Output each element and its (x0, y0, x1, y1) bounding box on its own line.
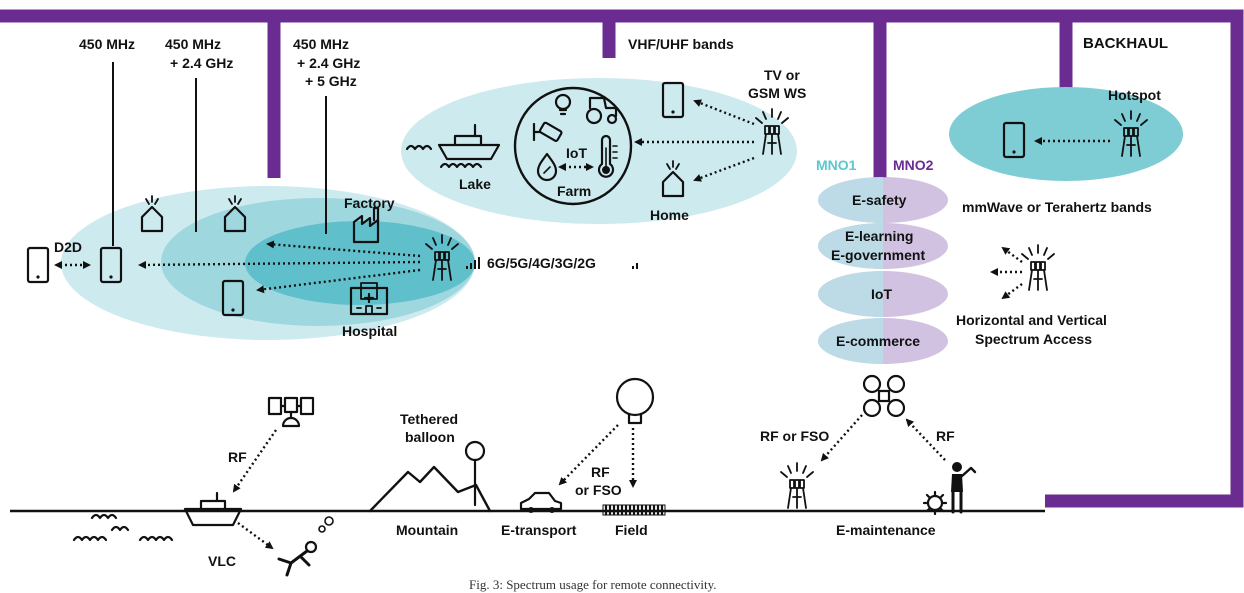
service-e-learning: E-learning (845, 228, 913, 244)
cellular-coverage (61, 186, 475, 340)
balloon-icon (615, 377, 655, 425)
tethered-label-b: balloon (405, 429, 455, 445)
rf-satellite-label: RF (228, 449, 247, 465)
factory-icon (352, 206, 380, 244)
factory-label: Factory (344, 195, 395, 211)
home-label: Home (650, 207, 689, 223)
farm-circle (513, 86, 633, 206)
hotspot-label: Hotspot (1108, 87, 1161, 103)
camera-icon (532, 121, 563, 142)
vlc-arrow (237, 522, 274, 550)
drone-arrow (820, 414, 863, 462)
rf-or-fso-label: RF or FSO (760, 428, 829, 444)
field-label: Field (615, 522, 648, 538)
tv-ws-label-b: GSM WS (748, 85, 806, 101)
freq-label-3b: + 2.4 GHz (297, 55, 360, 71)
e-maintenance-label: E-maintenance (836, 522, 936, 538)
whitespace-coverage (401, 78, 797, 224)
rf-fso-label-a: RF (591, 464, 610, 480)
backhaul-label: BACKHAUL (1083, 35, 1168, 52)
figure-caption: Fig. 3: Spectrum usage for remote connec… (469, 577, 717, 592)
freq-label-1: 450 MHz (79, 36, 135, 52)
mmwave-label: mmWave or Terahertz bands (962, 199, 1152, 215)
farm-label: Farm (557, 183, 591, 199)
generations-label: 6G/5G/4G/3G/2G (487, 255, 596, 271)
vlc-label: VLC (208, 553, 236, 569)
cell-arrows (138, 240, 421, 294)
iot-farm-label: IoT (566, 145, 587, 161)
freq-label-3a: 450 MHz (293, 36, 349, 52)
farm-icons (532, 93, 618, 182)
mountain-label: Mountain (396, 522, 458, 538)
freq-label-3c: + 5 GHz (305, 73, 357, 89)
vhf-uhf-label: VHF/UHF bands (628, 36, 734, 52)
service-iot: IoT (871, 286, 892, 302)
worker-icon (951, 462, 977, 514)
worker-arrow (905, 418, 946, 461)
field-icon (602, 504, 666, 516)
mno2-label: MNO2 (893, 157, 934, 173)
bulb-icon (554, 93, 572, 116)
maintenance-tower-icon (780, 462, 814, 509)
mno1-label: MNO1 (816, 157, 857, 173)
d2d-label: D2D (54, 239, 82, 255)
lake-label: Lake (459, 176, 491, 192)
hv-access-label-a: Horizontal and Vertical (956, 312, 1107, 328)
service-e-safety: E-safety (852, 192, 907, 208)
whitespace-arrows (634, 99, 755, 182)
gear-icon (922, 490, 948, 516)
hospital-icon (349, 282, 389, 316)
humidity-icon (536, 152, 558, 182)
phone-icon (26, 246, 50, 284)
waves-icon (72, 513, 174, 542)
hospital-label: Hospital (342, 323, 397, 339)
balloon-arrow-car (558, 424, 619, 486)
rf-drone-label: RF (936, 428, 955, 444)
car-icon (519, 491, 563, 513)
ship-icon (183, 491, 243, 527)
rf-fso-label-b: or FSO (575, 482, 622, 498)
service-stack (818, 177, 948, 364)
satellite-arrow (232, 429, 277, 493)
tethered-balloon-icon (464, 440, 486, 507)
e-transport-label: E-transport (501, 522, 577, 538)
drone-icon (862, 374, 906, 418)
tethered-label-a: Tethered (400, 411, 458, 427)
satellite-icon (267, 396, 315, 428)
tractor-icon (585, 96, 618, 125)
diver-icon (277, 516, 334, 577)
spectrum-access-arrows (990, 246, 1023, 300)
mountain-icon (368, 465, 492, 513)
tv-ws-label-a: TV or (764, 67, 800, 83)
lake-boat-icon (405, 123, 501, 169)
service-e-government: E-government (831, 247, 925, 263)
thermometer-icon (597, 134, 618, 178)
freq-label-2b: + 2.4 GHz (170, 55, 233, 71)
backhaul-network (0, 9, 1244, 508)
freq-label-2a: 450 MHz (165, 36, 221, 52)
hv-access-label-b: Spectrum Access (975, 331, 1092, 347)
spectrum-access-tower-icon (1021, 244, 1055, 291)
service-e-commerce: E-commerce (836, 333, 920, 349)
signal-bars-icon (466, 257, 638, 269)
